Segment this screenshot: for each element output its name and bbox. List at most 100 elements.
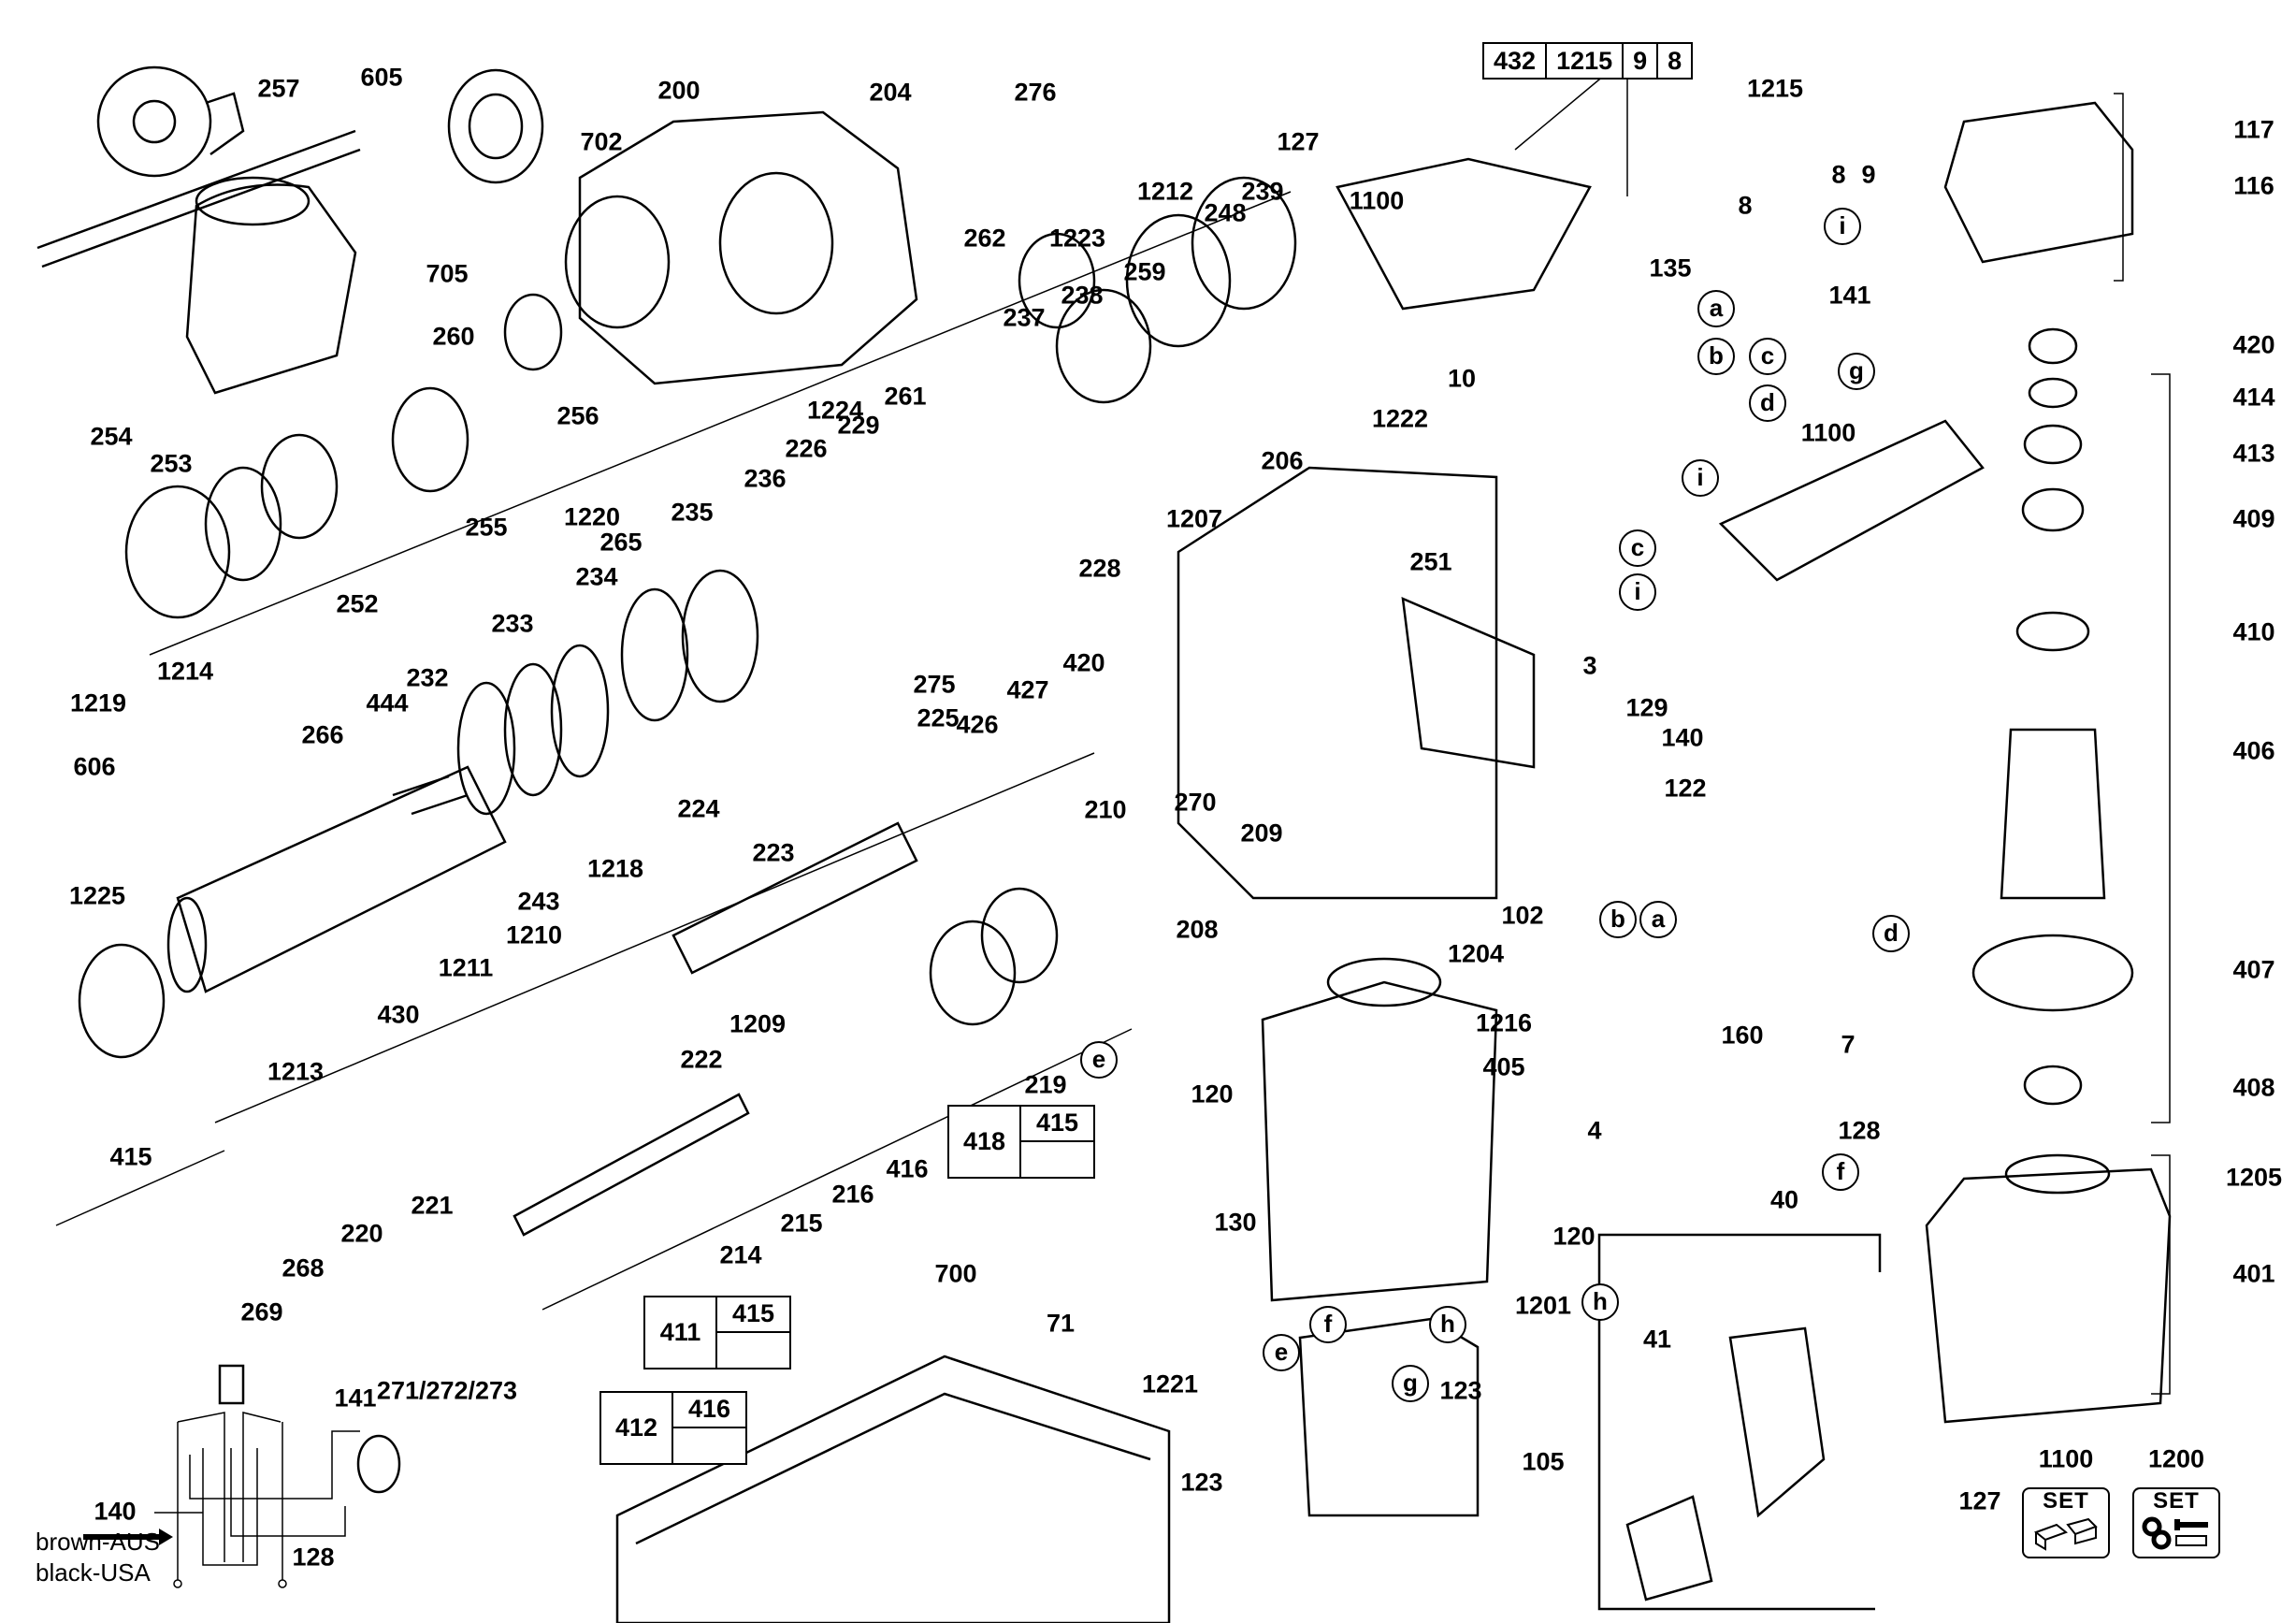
connector-letter: c (1619, 529, 1656, 567)
part-label: 236 (744, 464, 787, 493)
part-label: 208 (1176, 915, 1219, 944)
set-label: SET (2043, 1488, 2089, 1514)
part-label: 123 (1180, 1468, 1223, 1497)
part-label: 238 (1061, 281, 1104, 310)
part-label: 128 (292, 1543, 335, 1572)
part-label: 407 (2232, 955, 2275, 984)
connector-letter: i (1824, 208, 1861, 245)
kit-sub: 415 (717, 1297, 789, 1333)
part-label: 120 (1552, 1222, 1596, 1251)
part-label: 401 (2232, 1259, 2275, 1288)
part-label: 410 (2232, 617, 2275, 646)
part-label: 253 (150, 449, 193, 478)
connector-letter: d (1749, 384, 1786, 422)
part-label: 262 (963, 224, 1006, 253)
connector-letter: d (1872, 915, 1910, 952)
part-label: 40 (1769, 1185, 1799, 1214)
part-label: 276 (1014, 78, 1057, 107)
rings-drawing (78, 293, 759, 1059)
part-label: 1212 (1136, 177, 1194, 206)
part-label: 426 (956, 710, 999, 739)
part-label: 420 (2232, 330, 2275, 359)
kit-box-418: 418 415 (947, 1105, 1095, 1179)
switch-group-bracket (1597, 1233, 1882, 1611)
part-label: 256 (556, 401, 599, 430)
part-label: 220 (340, 1219, 383, 1248)
part-label: 234 (575, 562, 618, 591)
part-label: 700 (934, 1259, 977, 1288)
part-label: 135 (1649, 254, 1692, 283)
part-label: 413 (2232, 439, 2275, 468)
part-label: 209 (1240, 819, 1283, 848)
part-label: 105 (1522, 1447, 1565, 1476)
part-label: 269 (240, 1297, 283, 1326)
kit-sub: 416 (673, 1393, 745, 1428)
part-label: 259 (1123, 257, 1166, 286)
part-label: 1214 (156, 657, 214, 686)
wiring-note-line: brown-AUS (36, 1528, 160, 1556)
part-label: 1219 (69, 688, 127, 717)
part-label: 235 (671, 498, 714, 527)
part-label: 265 (599, 528, 643, 557)
part-label: 224 (677, 794, 720, 823)
part-label: 8 (1831, 160, 1846, 189)
part-label: 219 (1024, 1070, 1067, 1099)
part-label: 271/272/273 (376, 1376, 518, 1405)
part-label: 1207 (1165, 504, 1223, 533)
part-label: 200 (657, 76, 700, 105)
kit-sub: 415 (1021, 1107, 1093, 1142)
kit-box-411: 411 415 (643, 1296, 791, 1369)
part-label: 702 (580, 127, 623, 156)
housing-blocks-icon (2033, 1517, 2098, 1551)
part-label: 130 (1214, 1208, 1257, 1237)
part-label: 10 (1447, 364, 1477, 393)
part-label: 1225 (68, 881, 126, 910)
washer-screw-icon (2142, 1516, 2208, 1550)
stator-drawing (1261, 957, 1498, 1517)
part-label: 226 (785, 434, 828, 463)
kit-main: 412 (601, 1393, 673, 1463)
part-label: 141 (1828, 281, 1871, 310)
part-label: 254 (90, 422, 133, 451)
handle-drawing (1336, 157, 1985, 582)
part-label: 140 (94, 1497, 137, 1526)
set-number: 1200 (2147, 1444, 2205, 1473)
connector-letter: i (1619, 573, 1656, 611)
screw-washer-set-icon: SET (2132, 1487, 2220, 1558)
kit-cell: 1215 (1547, 44, 1625, 78)
part-label: 275 (913, 670, 956, 699)
part-label: 405 (1482, 1052, 1525, 1081)
part-label: 430 (377, 1000, 420, 1029)
part-label: 444 (366, 688, 409, 717)
set-label: SET (2153, 1488, 2200, 1514)
part-label: 128 (1838, 1116, 1881, 1145)
part-label: 1224 (806, 396, 864, 425)
part-label: 122 (1664, 774, 1707, 803)
kit-cell: 9 (1624, 44, 1659, 78)
connector-letter: c (1749, 338, 1786, 375)
connector-letter: b (1599, 901, 1637, 938)
part-label: 41 (1642, 1325, 1672, 1354)
motor-housing-drawing (1177, 466, 1536, 900)
kit-box-432: 432 1215 9 8 (1482, 42, 1694, 80)
part-label: 268 (282, 1253, 325, 1282)
part-label: 255 (465, 513, 508, 542)
part-label: 257 (257, 74, 300, 103)
part-label: 206 (1261, 446, 1304, 475)
connector-letter: i (1682, 459, 1719, 497)
connector-letter: g (1392, 1365, 1429, 1402)
connector-letter: e (1263, 1334, 1300, 1371)
spindle-barrel-drawing (166, 765, 507, 993)
wiring-schematic (83, 1364, 401, 1588)
part-label: 160 (1721, 1021, 1764, 1050)
assembly-guide-lines (55, 54, 2171, 1395)
part-label: 1221 (1141, 1369, 1199, 1398)
part-label: 228 (1078, 554, 1121, 583)
kit-cell: 8 (1668, 46, 1682, 75)
part-label: 116 (2233, 171, 2274, 200)
part-label: 223 (752, 838, 795, 867)
part-label: 1210 (505, 920, 563, 949)
part-label: 1223 (1048, 224, 1106, 253)
connector-letter: f (1309, 1306, 1347, 1343)
part-label: 229 (837, 411, 880, 440)
